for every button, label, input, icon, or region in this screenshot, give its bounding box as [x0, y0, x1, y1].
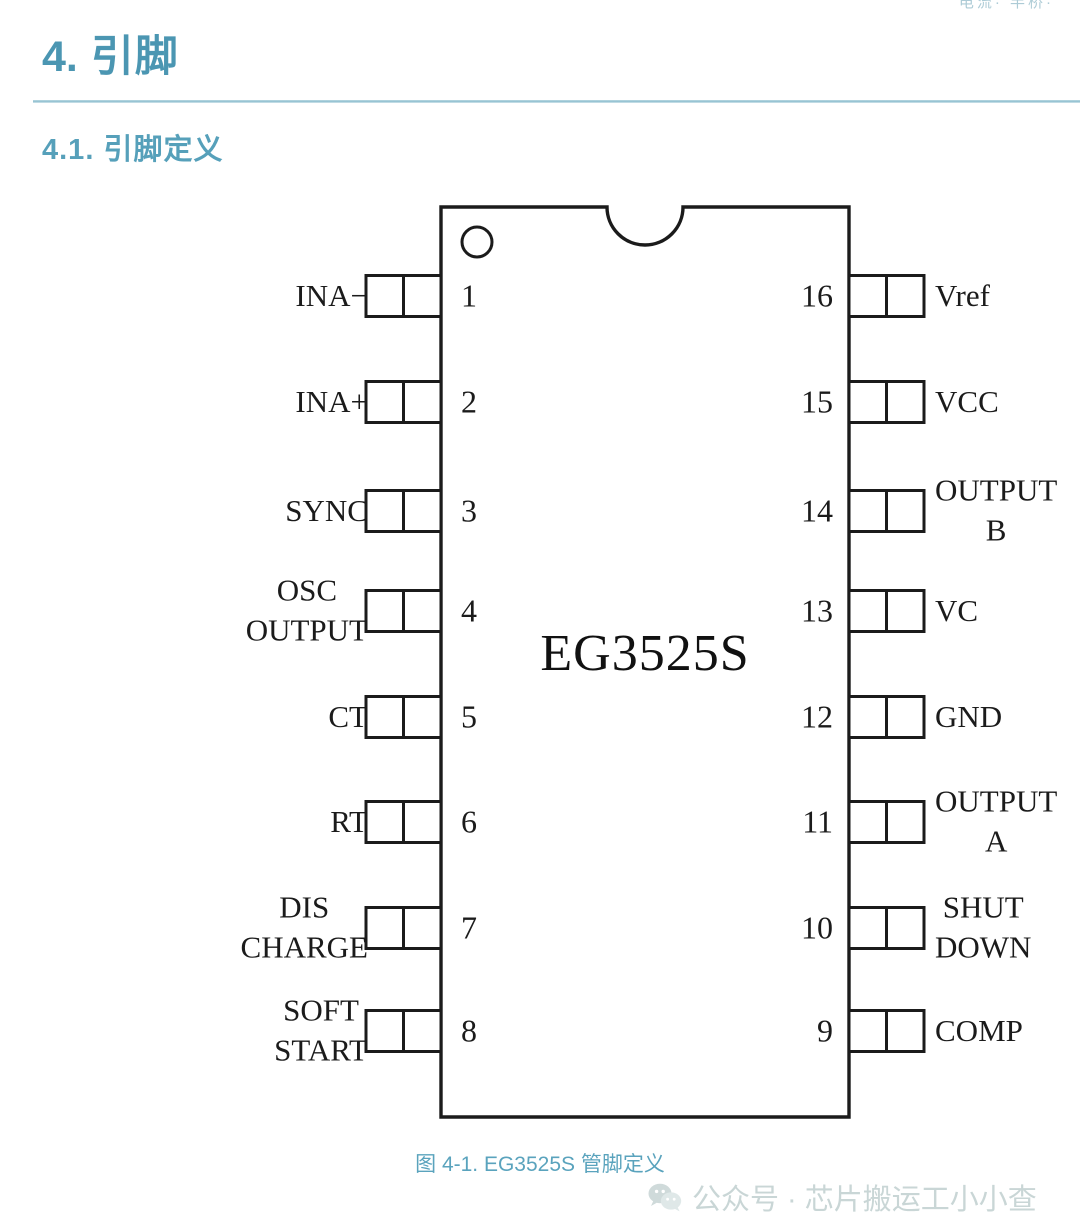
- section-number: 4.: [42, 33, 78, 81]
- pin-label-line: SHUT: [942, 889, 1024, 925]
- pin-label-line: DIS: [279, 889, 330, 925]
- pin-lead: [364, 1009, 443, 1053]
- pin-label-line: DOWN: [935, 930, 1032, 965]
- right-pin-leads: [847, 274, 926, 1053]
- pin-label-line: INA+: [295, 383, 368, 419]
- pin-label-7: DIS CHARGE: [241, 888, 368, 969]
- pin-label-6: RT: [330, 802, 368, 842]
- watermark: 公众号 · 芯片搬运工小小查: [648, 1176, 1037, 1218]
- pin-lead: [364, 906, 443, 950]
- pin-label-line: B: [985, 513, 1007, 548]
- pin-lead: [847, 695, 926, 739]
- pin-label-3: SYNC: [285, 491, 368, 531]
- subsection-heading: 4.1. 引脚定义: [42, 126, 223, 168]
- pin-label-line: RT: [330, 803, 368, 839]
- pin-number-1: 1: [461, 277, 477, 314]
- pin-lead: [364, 274, 443, 318]
- pin-number-7: 7: [461, 909, 477, 946]
- pin-lead: [847, 906, 926, 950]
- pin-number-8: 8: [461, 1012, 477, 1049]
- pin-label-line: VC: [935, 592, 979, 628]
- pin-label-2: INA+: [295, 382, 368, 422]
- pin-label-12: GND: [935, 697, 1002, 737]
- pin-lead: [364, 380, 443, 424]
- pin-lead: [364, 489, 443, 533]
- pin-label-line: OUTPUT: [245, 613, 368, 648]
- pin-number-16: 16: [801, 277, 833, 314]
- pin-number-13: 13: [801, 592, 833, 629]
- page-header-clipped-text: 电流· 半桥·: [958, 0, 1054, 11]
- subsection-number: 4.1.: [42, 134, 95, 166]
- pin-lead: [364, 800, 443, 844]
- section-title: 引脚: [90, 33, 179, 81]
- pin-label-line: SYNC: [285, 492, 368, 528]
- pin-number-14: 14: [801, 492, 833, 529]
- pin-number-9: 9: [817, 1012, 833, 1049]
- pin-number-5: 5: [461, 698, 477, 735]
- pin-label-line: OUTPUT: [935, 472, 1058, 508]
- page-title: 4. 引脚: [42, 22, 179, 84]
- pin-label-line: SOFT: [283, 992, 359, 1028]
- pin-label-4: OSC OUTPUT: [246, 571, 368, 652]
- pin-number-12: 12: [801, 698, 833, 735]
- pin-lead: [364, 695, 443, 739]
- pin-lead: [847, 800, 926, 844]
- chip-part-number: EG3525S: [540, 625, 750, 682]
- pin-number-10: 10: [801, 909, 833, 946]
- pin-label-13: VC: [935, 591, 978, 631]
- pin-label-5: CT: [328, 697, 368, 737]
- heading-divider: [33, 100, 1080, 103]
- pin-number-6: 6: [461, 803, 477, 840]
- pin-number-2: 2: [461, 383, 477, 420]
- pin-number-11: 11: [802, 803, 833, 840]
- pin-label-line: OSC: [276, 572, 338, 608]
- pin-label-line: Vref: [935, 277, 990, 313]
- pin-label-line: VCC: [935, 383, 999, 419]
- pin-label-11: OUTPUT A: [935, 782, 1057, 863]
- pin-lead: [847, 1009, 926, 1053]
- pin-label-line: CHARGE: [240, 930, 368, 965]
- pin-label-14: OUTPUT B: [935, 471, 1057, 552]
- figure-caption: 图 4-1. EG3525S 管脚定义: [415, 1153, 665, 1176]
- pin-label-15: VCC: [935, 382, 999, 422]
- pin1-marker-icon: [460, 225, 494, 259]
- pin-label-10: SHUT DOWN: [935, 888, 1031, 969]
- pin-label-line: A: [984, 824, 1008, 859]
- pin-number-15: 15: [801, 383, 833, 420]
- watermark-text: 公众号 · 芯片搬运工小小查: [692, 1184, 1037, 1216]
- pin-label-line: CT: [328, 698, 368, 734]
- pin-label-line: START: [274, 1033, 368, 1068]
- subsection-title: 引脚定义: [103, 134, 224, 166]
- pin-label-line: GND: [935, 698, 1003, 734]
- pin-label-1: INA−: [295, 276, 368, 316]
- pin-lead: [847, 589, 926, 633]
- pin-number-3: 3: [461, 492, 477, 529]
- pin-label-line: OUTPUT: [935, 783, 1058, 819]
- pin-label-9: COMP: [935, 1011, 1023, 1051]
- wechat-icon: [648, 1183, 682, 1212]
- pin-label-8: SOFT START: [274, 991, 368, 1072]
- pin-label-16: Vref: [935, 276, 990, 316]
- pin-lead: [364, 589, 443, 633]
- left-pin-leads: [364, 274, 443, 1053]
- pin-number-4: 4: [461, 592, 477, 629]
- pin-lead: [847, 380, 926, 424]
- pin-lead: [847, 489, 926, 533]
- pin-label-line: INA−: [295, 277, 368, 313]
- pin-lead: [847, 274, 926, 318]
- pin-label-line: COMP: [935, 1012, 1023, 1048]
